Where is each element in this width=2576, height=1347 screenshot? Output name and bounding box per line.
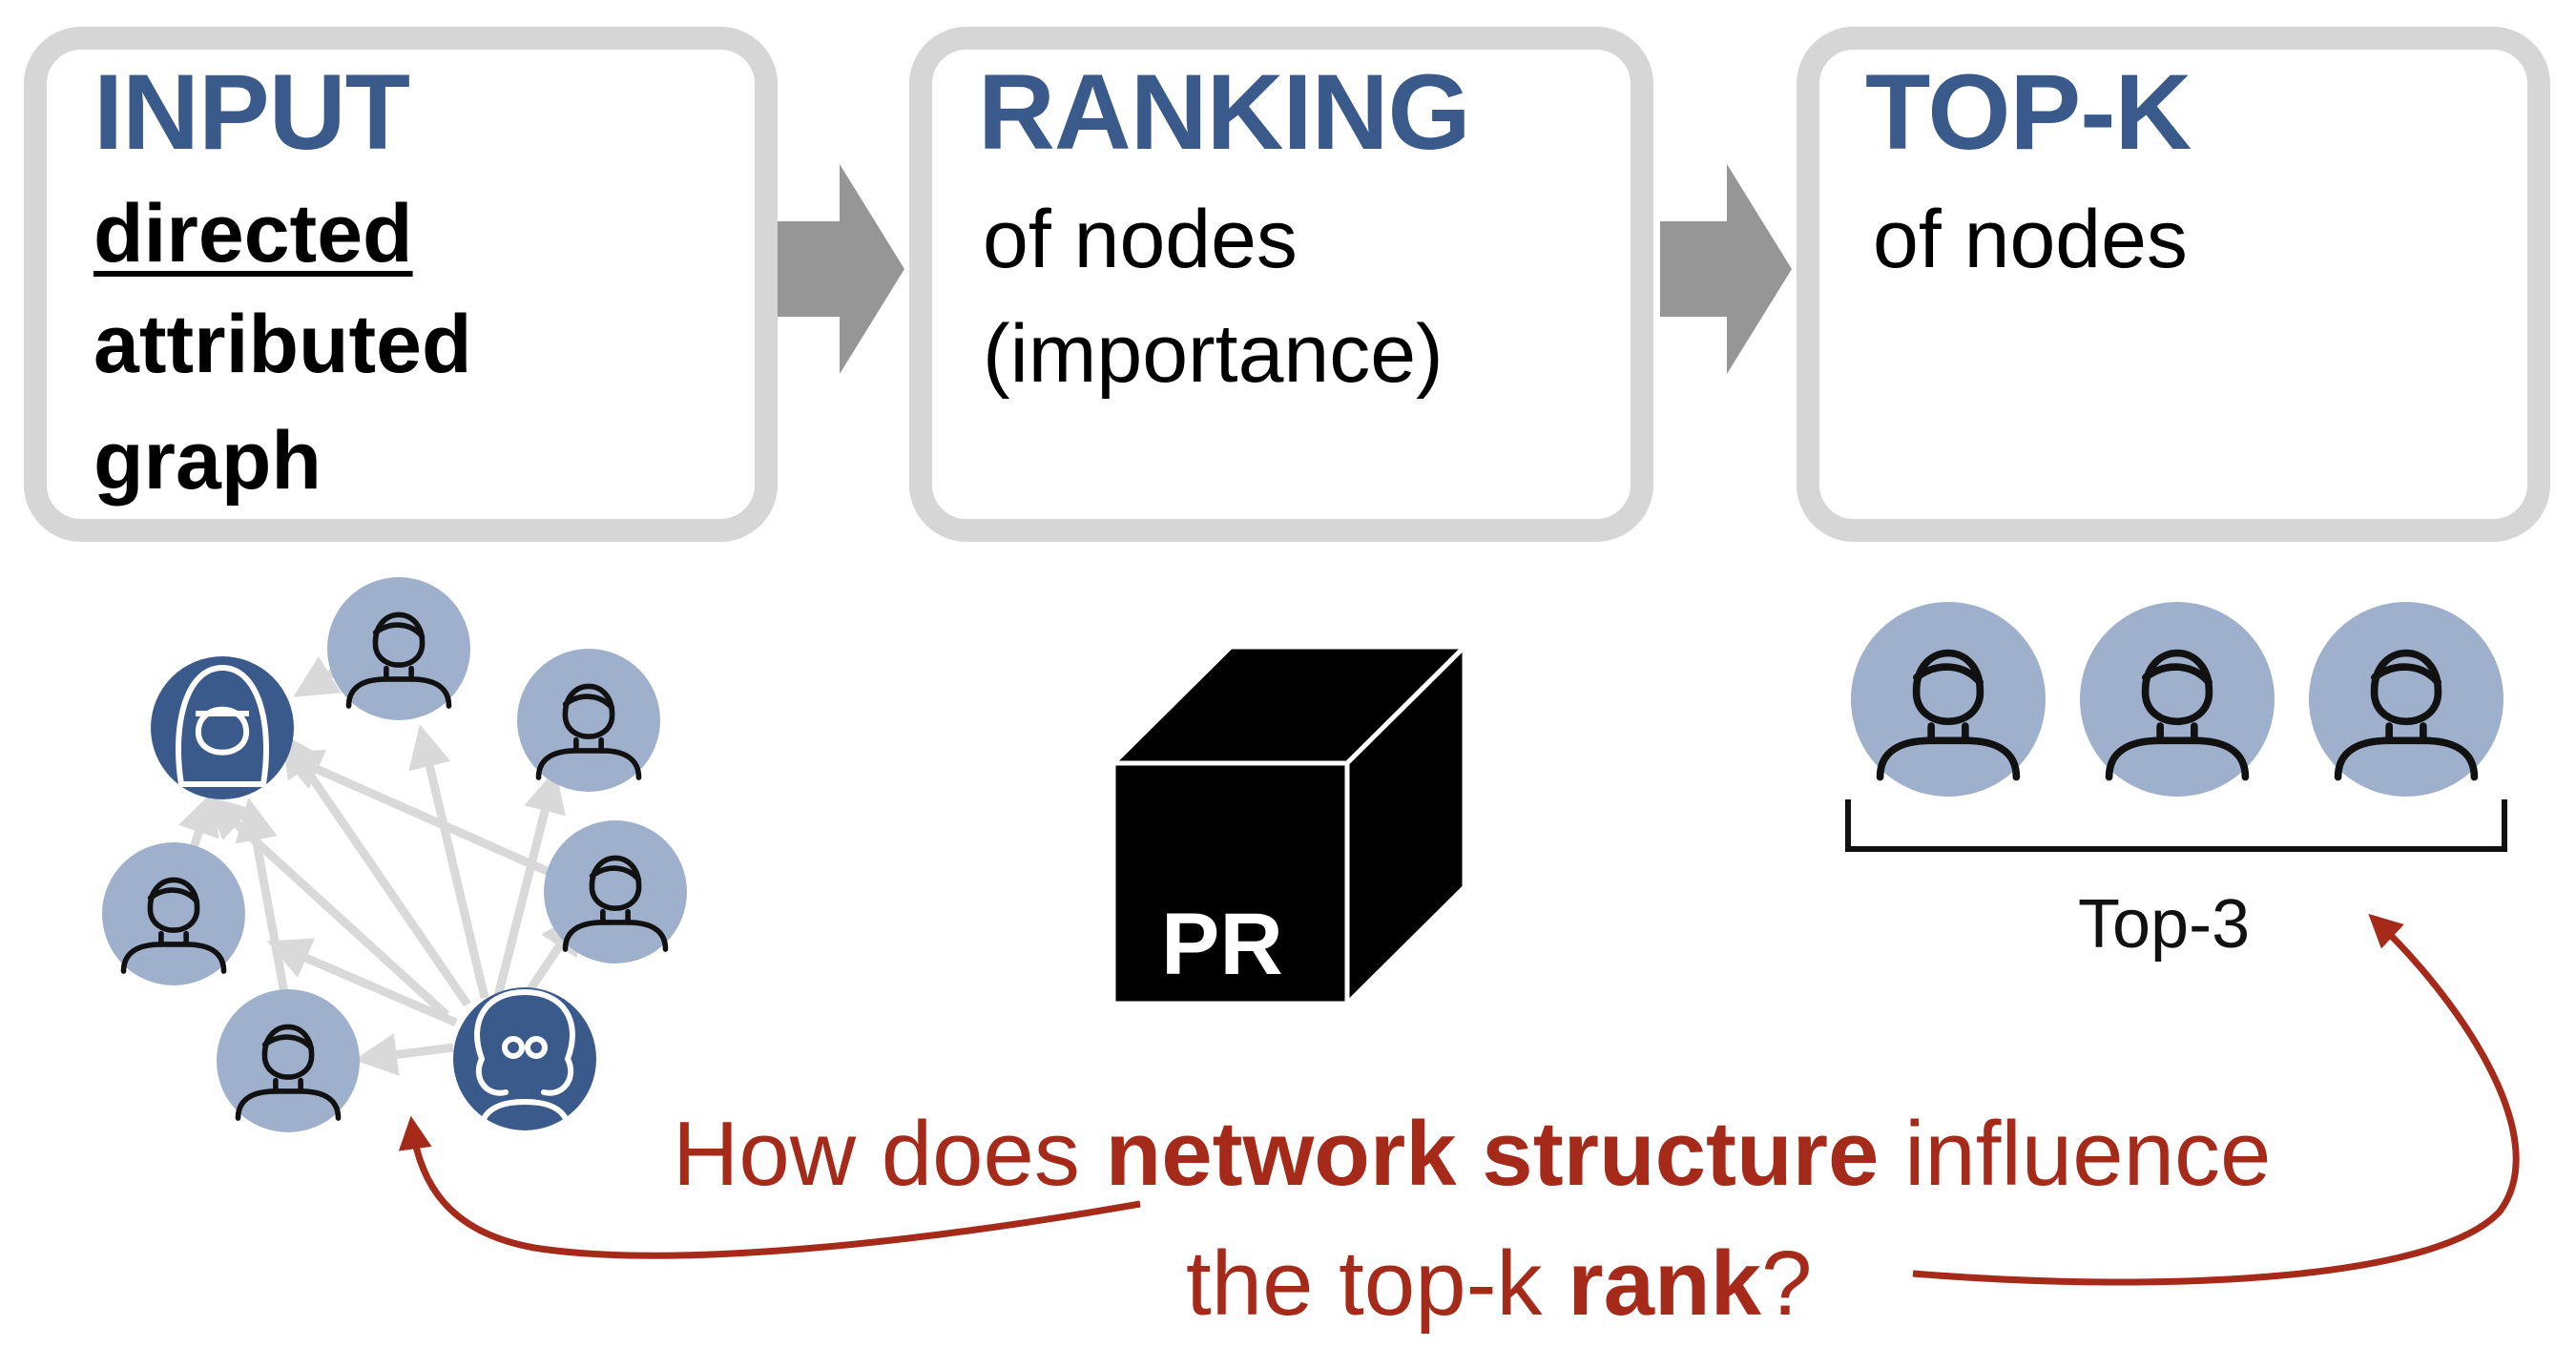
question-line2-bold: rank [1568,1233,1761,1335]
node-person-icon [217,989,360,1132]
topk-box [1797,27,2550,542]
question-line1-post: influence [1879,1103,2272,1205]
node-person-icon [102,842,245,985]
cube-label: PR [1161,896,1283,993]
input-line-attributed: attributed [93,299,472,390]
question-line2-post: ? [1761,1233,1813,1335]
topk-line-1: of nodes [1873,194,2188,285]
ranking-line-2: (importance) [983,308,1444,400]
input-line-directed: directed [93,188,413,280]
flow-arrow-1 [773,164,904,374]
node-hijab-person-icon [151,656,294,799]
flow-arrow-2 [1660,164,1792,374]
node-curly-hair-woman-icon [453,987,596,1130]
ranking-title: RANKING [978,52,1471,172]
top-node-person-icon [2080,602,2275,797]
question-line2-pre: the top-k [1186,1233,1568,1335]
ranking-box [909,27,1653,542]
top-k-nodes [1851,602,2503,797]
top-node-person-icon [1851,602,2046,797]
question-line-1: How does network structure influence [673,1109,2271,1200]
node-person-icon [327,577,470,720]
ranking-line-1: of nodes [983,194,1298,285]
input-title: INPUT [93,52,410,172]
top-k-bracket [1845,799,2507,852]
node-person-icon [544,820,687,964]
red-arrow-left [398,1115,1141,1259]
black-box-cube [1107,640,1471,1010]
red-arrow-right [1912,913,2520,1286]
question-line1-pre: How does [673,1103,1106,1205]
input-box [24,27,778,542]
topk-title: TOP-K [1865,52,2192,172]
input-line-graph: graph [93,415,322,507]
graph-edges [178,655,583,1076]
graph-nodes [102,577,687,1132]
node-person-icon [517,649,660,792]
question-line-2: the top-k rank? [1186,1238,1812,1330]
question-line1-bold: network structure [1105,1103,1880,1205]
top-node-person-icon [2309,602,2503,797]
top-k-caption: Top-3 [2078,886,2251,963]
